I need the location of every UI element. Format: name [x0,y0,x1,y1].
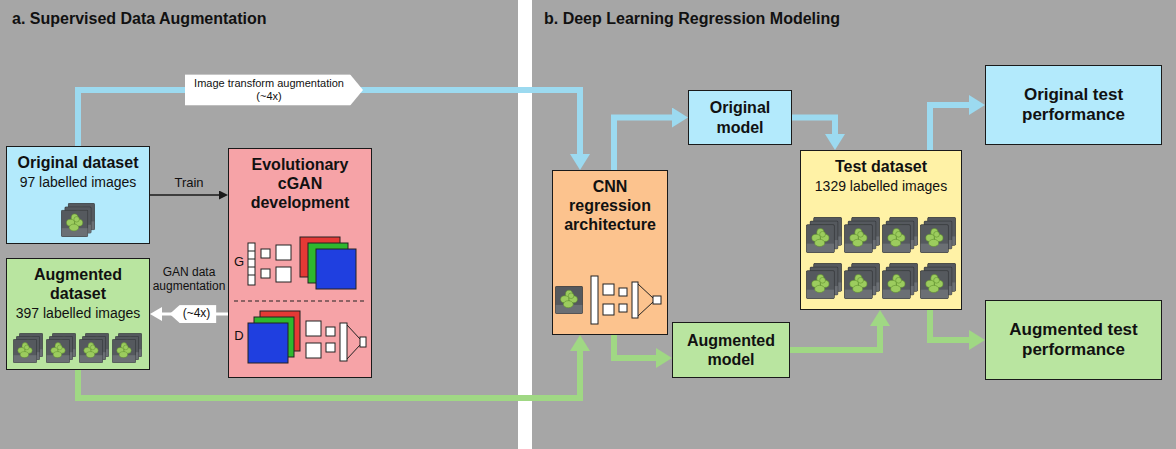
model-box: Original model [688,90,792,145]
illustration-part [326,327,335,336]
illustration-part [248,243,255,285]
node-title: Original dataset [12,153,144,172]
model-box: Augmented model [672,322,790,378]
text-group: Augmented model [678,331,784,369]
panel: b. Deep Learning Regression ModelingCNN … [532,0,1176,449]
illustration-part [261,269,270,278]
illustration-part [261,249,270,258]
flow-arrow [930,105,969,150]
network-icon [555,272,665,328]
illustration-part [806,217,841,252]
illustration-part [619,304,627,312]
performance-box: Original test performance [985,65,1162,145]
illustration-part [46,333,75,362]
text-group: Original model [694,98,786,136]
text-group: Augmented test performance [991,320,1156,361]
illustration-part [234,300,366,301]
node-title: Original model [694,98,786,136]
performance-box: Augmented test performance [985,300,1162,380]
illustration-part [79,333,108,362]
gan-box: Evolutionary cGAN development [228,148,372,378]
illustration-part [248,243,291,285]
text-group: CNN regression architecture [558,177,662,235]
illustration-part [248,323,288,363]
text-group: b. Deep Learning Regression Modeling [544,9,1164,28]
illustration-part [591,276,661,324]
illustration-part [326,343,335,352]
node-title: Test dataset [806,157,956,176]
illustration-part [61,203,94,236]
illustration-part [306,321,321,336]
text-group: Original test performance [991,85,1156,126]
node-title: Augmented dataset [12,265,144,303]
flow-arrow [150,194,219,196]
network-label: D [231,329,247,344]
node-title: Augmented model [678,331,784,369]
illustration-part [603,284,614,295]
illustration-part [591,276,598,324]
illustration-part [882,217,917,252]
image-stack-icon [13,333,143,363]
illustration-part [806,263,841,298]
illustration-part [306,343,321,358]
node-title: Evolutionary cGAN development [234,155,366,213]
illustration-part [638,284,653,316]
illustration-part [844,217,879,252]
illustration-part [619,288,627,296]
node-title: CNN regression architecture [558,177,662,235]
illustration-part [920,263,955,298]
illustration-part [248,251,255,275]
illustration-part [112,333,141,362]
test-dataset-box: Test dataset 1329 labelled images [800,150,962,310]
cnn-box: CNN regression architecture [552,170,668,335]
illustration-part [316,249,356,289]
image-stack-icon [58,203,98,237]
node-subtitle: 1329 labelled images [806,178,956,195]
illustration-part [844,263,879,298]
panel-title: a. Supervised Data Augmentation [12,9,506,28]
illustration-part [276,245,291,260]
illustration-part [276,267,291,282]
illustration-part [920,217,955,252]
text-group: Evolutionary cGAN development [234,155,366,213]
illustration-part [306,321,366,361]
flow-arrow [614,335,656,358]
node-title: Original test performance [991,85,1156,126]
text-group: Test dataset 1329 labelled images [806,157,956,195]
text-group: Augmented dataset 397 labelled images [12,265,144,322]
illustration-part [653,296,661,304]
flow-arrow [792,118,835,135]
dataset-box: Augmented dataset 397 labelled images [6,258,150,370]
flow-arrow [78,351,580,398]
node-subtitle: 397 labelled images [12,305,144,322]
edge-label: Image transform augmentation (~4x) [185,74,363,105]
text-group: a. Supervised Data Augmentation [12,9,506,28]
illustration-part [632,282,638,318]
edge-label: Train [174,176,203,191]
flow-arrow [614,118,672,171]
illustration-part [360,337,366,347]
text-group: Original dataset 97 labelled images [12,153,144,191]
annotation-label: GAN data augmentation [149,266,229,294]
illustration-part [347,325,360,359]
illustration-part [340,323,347,361]
network-label: G [231,255,247,270]
illustration-part [555,286,582,313]
illustration-part [13,333,42,362]
edge-label: (~4x) [170,305,217,323]
gan-network-icon [230,235,370,371]
illustration-part [882,263,917,298]
flow-arrow [790,326,880,350]
flow-arrow [930,310,969,340]
dataset-box: Original dataset 97 labelled images [6,146,150,244]
panel-title: b. Deep Learning Regression Modeling [544,9,1164,28]
node-title: Augmented test performance [991,320,1156,361]
image-stack-icon [806,215,956,303]
node-subtitle: 97 labelled images [12,174,144,191]
illustration-part [603,304,614,315]
